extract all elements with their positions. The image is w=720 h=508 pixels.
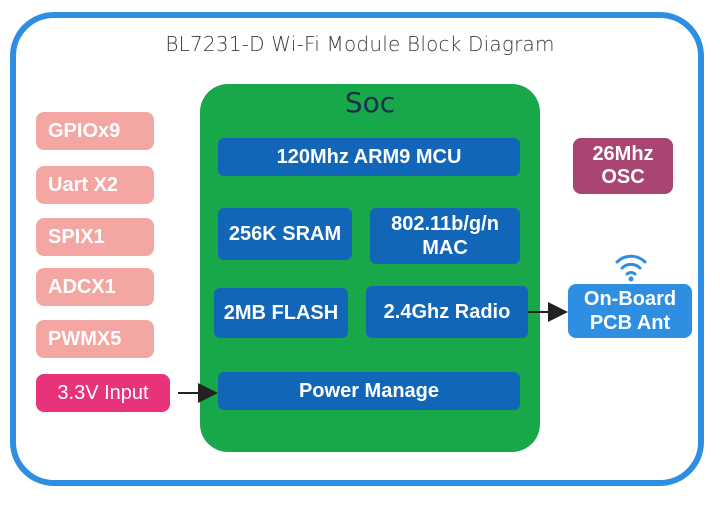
sram-block: 256K SRAM [218,208,352,260]
peripheral-pwm: PWMX5 [36,320,154,358]
mcu-block: 120Mhz ARM9 MCU [218,138,520,176]
radio-block: 2.4Ghz Radio [366,286,528,338]
wifi-icon [615,254,647,282]
peripheral-uart: Uart X2 [36,166,154,204]
mac-block: 802.11b/g/n MAC [370,208,520,264]
flash-block: 2MB FLASH [214,288,348,338]
peripheral-adc: ADCX1 [36,268,154,306]
oscillator-block: 26Mhz OSC [573,138,673,194]
diagram-title: BL7231-D Wi-Fi Module Block Diagram [165,32,555,56]
power-input: 3.3V Input [36,374,170,412]
soc-label: Soc [344,86,396,119]
antenna-block: On-Board PCB Ant [568,284,692,338]
peripheral-spi: SPIX1 [36,218,154,256]
power-manage-block: Power Manage [218,372,520,410]
peripheral-gpio: GPIOx9 [36,112,154,150]
